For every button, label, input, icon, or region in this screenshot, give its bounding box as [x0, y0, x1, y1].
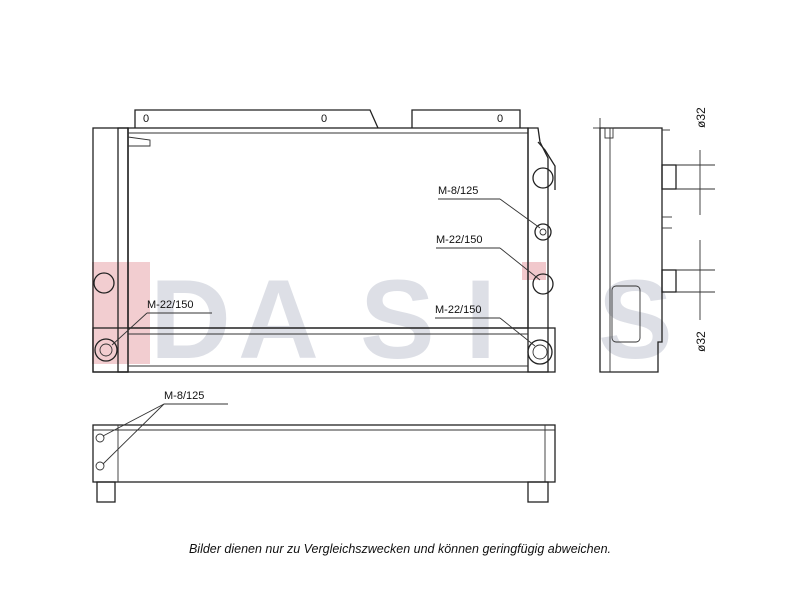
- port-upper-right: [532, 167, 554, 189]
- watermark-letter-s2: S: [598, 257, 673, 382]
- dimension-bottom: ø32: [694, 331, 708, 352]
- top-view: M-8/125: [92, 390, 556, 503]
- label-m8-upper: M-8/125: [438, 185, 478, 197]
- port-bottom-right: [527, 339, 553, 365]
- port-bottom-left: [94, 338, 118, 362]
- bottom-tank: [92, 327, 556, 373]
- label-m22-left: M-22/150: [147, 299, 193, 311]
- watermark-letter-i: I: [465, 257, 496, 382]
- watermark-logo: D A S I S: [92, 257, 673, 382]
- disclaimer-caption: Bilder dienen nur zu Vergleichszwecken u…: [188, 542, 612, 556]
- top-marker-1: 0: [143, 113, 149, 125]
- watermark-letter-d: D: [150, 257, 231, 382]
- port-m22-right: [532, 273, 554, 295]
- port-left-middle: [93, 272, 115, 294]
- top-marker-2: 0: [321, 113, 327, 125]
- watermark-letter-s: S: [360, 257, 435, 382]
- side-view: ø32 ø32: [593, 107, 715, 373]
- label-m22-right-upper: M-22/150: [436, 234, 482, 246]
- label-m8-top-view: M-8/125: [164, 390, 204, 402]
- top-marker-3: 0: [497, 113, 503, 125]
- watermark-letter-a: A: [238, 257, 319, 382]
- right-tank: [527, 127, 549, 373]
- dimension-top: ø32: [694, 107, 708, 128]
- port-m8-right: [534, 223, 552, 241]
- front-view: 0 0 0 M-8/125 M-22/150: [92, 109, 556, 373]
- label-m22-right-lower: M-22/150: [435, 304, 481, 316]
